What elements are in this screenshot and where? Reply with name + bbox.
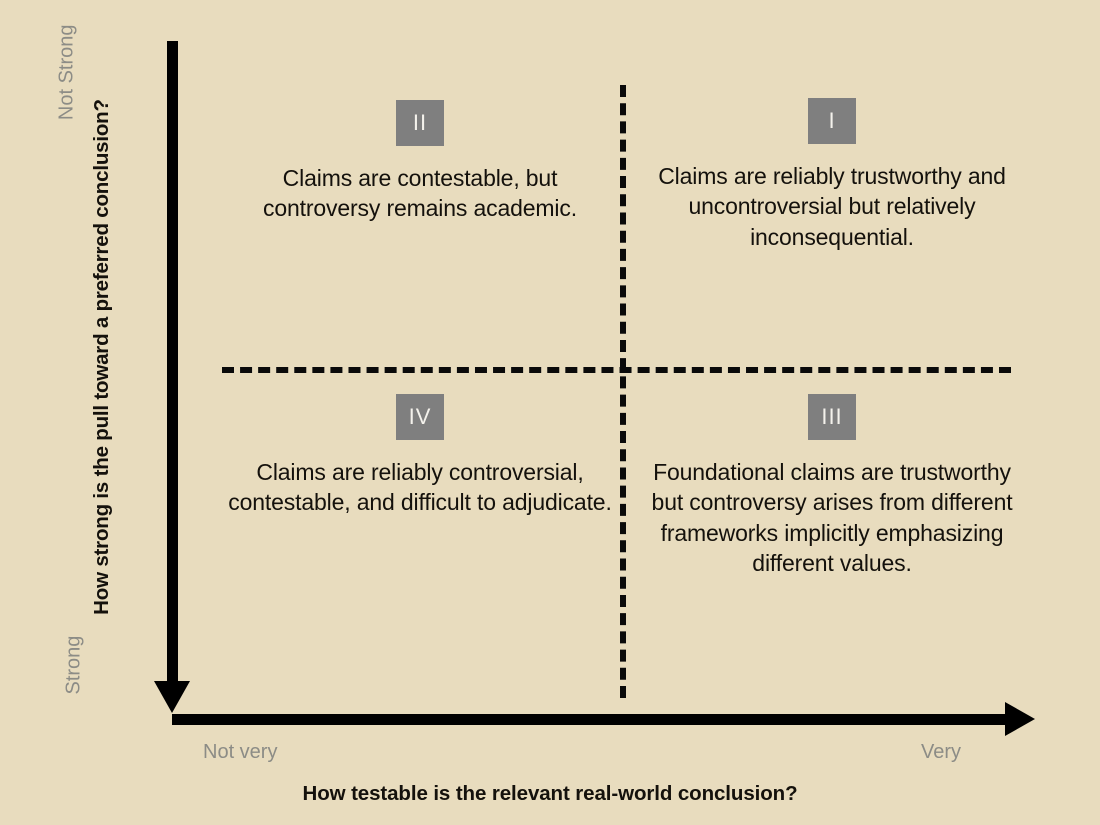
quadrant-III-badge: III — [808, 394, 856, 440]
x-axis-arrow-head — [1005, 702, 1035, 736]
quadrant-II-text: Claims are contestable, but controversy … — [263, 165, 577, 222]
y-axis-arrow-head — [154, 681, 190, 713]
quadrant-IV-text: Claims are reliably controversial, conte… — [228, 459, 612, 516]
x-axis-tick-very: Very — [921, 741, 962, 763]
y-axis-tick-strong: Strong — [62, 635, 85, 695]
y-axis-title: How strong is the pull toward a preferre… — [90, 99, 113, 615]
y-axis-arrow-shaft — [167, 41, 178, 685]
quadrant-IV: IV Claims are reliably controversial, co… — [225, 394, 615, 518]
quadrant-III-text: Foundational claims are trustworthy but … — [651, 459, 1013, 577]
divider-vertical — [620, 85, 626, 698]
quadrant-III: III Foundational claims are trustworthy … — [637, 394, 1027, 578]
x-axis-title: How testable is the relevant real-world … — [302, 782, 798, 805]
quadrant-IV-badge: IV — [396, 394, 444, 440]
quadrant-II-badge: II — [396, 100, 444, 146]
quadrant-II: II Claims are contestable, but controver… — [225, 100, 615, 224]
quadrant-I-badge: I — [808, 98, 856, 144]
quadrant-I-text: Claims are reliably trustworthy and unco… — [658, 163, 1006, 250]
x-axis-arrow-shaft — [172, 714, 1010, 725]
quadrant-I: I Claims are reliably trustworthy and un… — [637, 98, 1027, 252]
x-axis-tick-not-very: Not very — [203, 741, 278, 763]
y-axis-tick-not-strong: Not Strong — [55, 24, 78, 121]
divider-horizontal — [222, 367, 1011, 373]
